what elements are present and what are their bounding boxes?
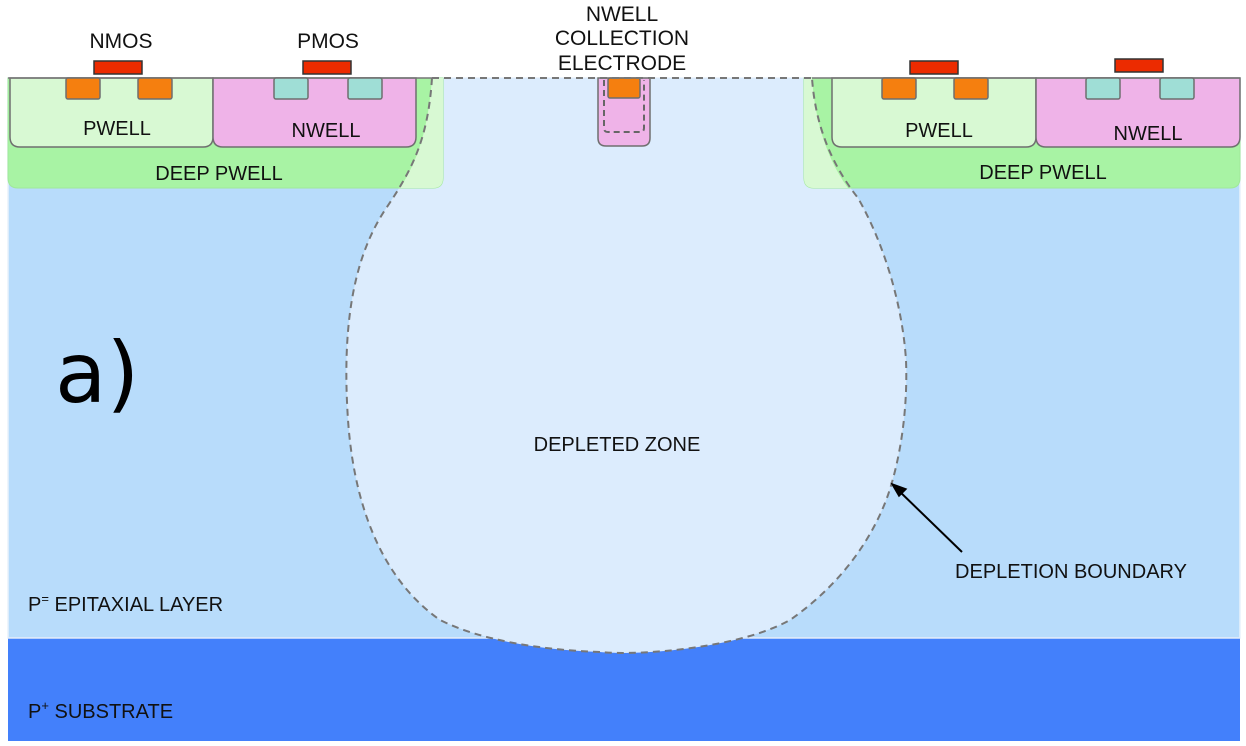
substrate-label: P+ SUBSTRATE [28, 698, 173, 723]
pwell-right-label: PWELL [905, 120, 973, 142]
epitaxial-layer-label: P= EPITAXIAL LAYER [28, 591, 223, 616]
deep-pwell-left-depleted-part [400, 78, 443, 188]
pmos-label: PMOS [297, 30, 359, 53]
pwell-left-label: PWELL [83, 118, 151, 140]
pmos-right-drain-contact [1159, 77, 1195, 100]
epitaxial-text: EPITAXIAL LAYER [49, 594, 223, 616]
substrate-prefix: P [28, 701, 41, 723]
depletion-boundary [345, 77, 908, 654]
nmos-source-contact [65, 77, 101, 100]
nmos-right-source-contact [881, 77, 917, 100]
depletion-boundary-arrow [895, 487, 963, 553]
substrate-layer [8, 638, 1240, 741]
pmos-gate [302, 60, 352, 75]
nmos-label: NMOS [90, 30, 153, 53]
arrow-head-icon [890, 482, 908, 498]
substrate-superscript: + [41, 698, 49, 713]
nwell-right-label: NWELL [1114, 123, 1183, 145]
deep-pwell-right-label: DEEP PWELL [979, 162, 1106, 184]
nmos-drain-contact [137, 77, 173, 100]
substrate-text: SUBSTRATE [49, 701, 173, 723]
deep-pwell-left-label: DEEP PWELL [155, 163, 282, 185]
nmos-right-drain-contact [953, 77, 989, 100]
depletion-boundary-label: DEPLETION BOUNDARY [955, 561, 1187, 583]
epitaxial-prefix: P [28, 594, 41, 616]
collection-contact [607, 77, 641, 99]
collection-inner-boundary [603, 80, 645, 133]
pmos-source-contact [273, 77, 309, 100]
nwell-left-label: NWELL [292, 120, 361, 142]
depleted-zone-region [346, 78, 907, 653]
epitaxial-superscript: = [41, 591, 49, 606]
depleted-zone-label: DEPLETED ZONE [534, 434, 701, 456]
collection-label-line2: COLLECTION [555, 27, 689, 50]
pmos-right-gate [1114, 58, 1164, 73]
panel-label: a) [55, 324, 139, 422]
collection-label-line1: NWELL [586, 3, 658, 26]
pmos-drain-contact [347, 77, 383, 100]
nmos-gate [93, 60, 143, 75]
pmos-right-source-contact [1085, 77, 1121, 100]
nmos-right-gate [909, 60, 959, 75]
collection-label-line3: ELECTRODE [558, 52, 686, 75]
